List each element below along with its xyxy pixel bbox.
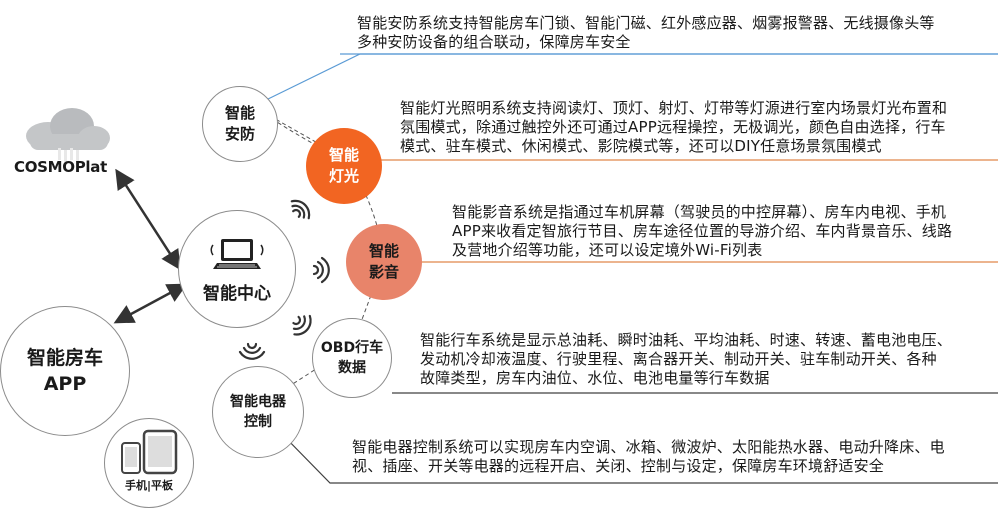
cloud-icon [26,108,110,162]
av-desc-line: APP来收看定智旅行节目、房车途径位置的导游介绍、车内背景音乐、线路 [452,222,953,240]
lighting-description: 智能灯光照明系统支持阅读灯、顶灯、射灯、灯带等灯源进行室内场景灯光布置和 氛围模… [400,99,947,156]
av-desc-line: 智能影音系统是指通过车机屏幕（驾驶员的中控屏幕）、房车内电视、手机 [452,203,947,221]
security-desc-line: 智能安防系统支持智能房车门锁、智能门磁、红外感应器、烟雾报警器、无线摄像头等 [357,14,935,32]
lighting-label-line2: 灯光 [328,167,359,185]
leader-security [265,53,998,101]
lighting-circle: 智能 灯光 [306,128,382,204]
lighting-desc-line: 氛围模式，除通过触控外还可通过APP远程操控，无极调光，颜色自由选择，行车 [400,118,946,136]
devices-circle: 手机|平板 [104,418,194,508]
smart-center-circle: 智能中心 [178,210,296,328]
appliance-label-line1: 智能电器 [230,394,286,410]
center-label: 智能中心 [203,283,271,304]
av-description: 智能影音系统是指通过车机屏幕（驾驶员的中控屏幕）、房车内电视、手机 APP来收看… [452,203,952,260]
lighting-desc-line: 智能灯光照明系统支持阅读灯、顶灯、射灯、灯带等灯源进行室内场景灯光布置和 [400,99,948,117]
security-label-line1: 智能 [224,104,255,122]
wifi-signal-icon [238,199,330,360]
security-description: 智能安防系统支持智能房车门锁、智能门磁、红外感应器、烟雾报警器、无线摄像头等 多… [357,14,935,52]
arrow-center-to-app [113,283,188,324]
obd-desc-line: 故障类型，房车内油位、水位、电池电量等行车数据 [420,369,770,387]
appliance-description: 智能电器控制系统可以实现房车内空调、冰箱、微波炉、太阳能热水器、电动升降床、电 … [352,438,945,476]
av-label-line1: 智能 [368,242,399,260]
obd-label-line2: 数据 [338,360,366,376]
phone-icon [121,442,141,474]
obd-desc-line: 智能行车系统是显示总油耗、瞬时油耗、平均油耗、时速、转速、蓄电池电压、 [420,331,953,349]
audio-video-circle: 智能 影音 [346,224,422,300]
laptop-icon [210,238,264,269]
security-label-line2: 安防 [224,125,255,143]
arrow-center-to-cloud [115,168,181,271]
platform-label: COSMOPlat [14,158,107,176]
device-icons [121,429,178,475]
app-label-line1: 智能房车 [26,347,103,369]
av-desc-line: 及营地介绍等功能，还可以设定境外Wi-Fi列表 [452,241,763,259]
obd-circle: OBD行车 数据 [312,318,392,398]
devices-label: 手机|平板 [124,479,174,492]
app-label-line2: APP [43,373,87,395]
security-circle: 智能 安防 [202,86,278,162]
appliance-circle: 智能电器 控制 [212,366,304,458]
obd-desc-line: 发动机冷却液温度、行驶里程、离合器开关、制动开关、驻车制动开关、各种 [420,350,937,368]
rv-app-circle: 智能房车 APP [0,306,130,436]
leader-appliance [279,431,998,484]
obd-label-line1: OBD行车 [320,340,384,356]
tablet-icon [142,429,178,475]
security-desc-line: 多种安防设备的组合联动，保障房车安全 [357,33,631,51]
appliance-desc-line: 视、插座、开关等电器的远程开启、关闭、控制与设定，保障房车环境舒适安全 [352,457,885,475]
lighting-desc-line: 模式、驻车模式、休闲模式、影院模式等，还可以DIY任意场景氛围模式 [400,137,882,155]
av-label-line2: 影音 [368,263,399,281]
obd-description: 智能行车系统是显示总油耗、瞬时油耗、平均油耗、时速、转速、蓄电池电压、 发动机冷… [420,331,952,388]
appliance-label-line2: 控制 [244,414,272,430]
appliance-desc-line: 智能电器控制系统可以实现房车内空调、冰箱、微波炉、太阳能热水器、电动升降床、电 [352,438,945,456]
lighting-label-line1: 智能 [328,146,359,164]
